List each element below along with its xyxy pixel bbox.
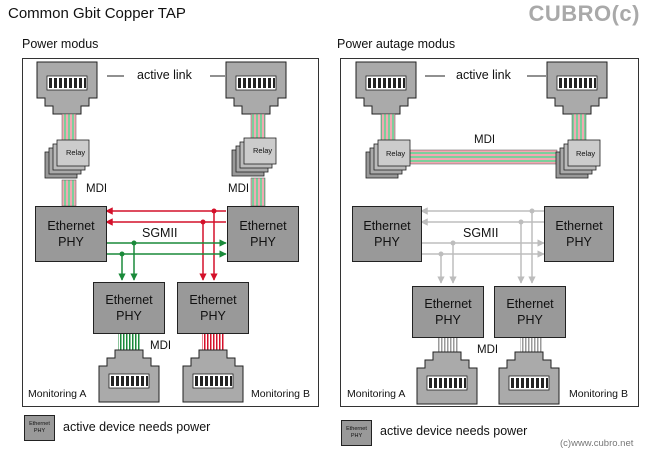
rj45-jack-top-right <box>225 61 287 115</box>
monitor-b-label-left: Monitoring B <box>251 388 310 400</box>
left-panel-heading: Power modus <box>22 37 99 51</box>
page-title: Common Gbit Copper TAP <box>8 5 186 22</box>
mdi-label-left-a: MDI <box>86 183 108 195</box>
monitor-b-label-right: Monitoring B <box>569 388 628 400</box>
relay-label-left: Relay <box>66 148 86 157</box>
relay-label-right-r: Relay <box>576 149 596 158</box>
left-diagram <box>36 61 287 403</box>
rj45-jack-top-right-r <box>546 61 608 115</box>
active-link-label-right: active link <box>456 68 511 82</box>
sgmii-label-left: SGMII <box>142 226 178 240</box>
mdi-label-right-bottom: MDI <box>477 344 499 356</box>
rj45-jack-monitor-a-r <box>416 351 478 405</box>
rj45-jack-top-left <box>36 61 98 115</box>
copyright-text: (c)www.cubro.net <box>560 438 634 449</box>
mdi-label-left-bottom: MDI <box>150 340 172 352</box>
relay-stack-right-r <box>555 139 601 179</box>
mdi-label-left-b: MDI <box>228 183 250 195</box>
relay-stack-left <box>44 139 90 179</box>
rj45-jack-monitor-a <box>98 349 160 403</box>
brand-logo: CUBRO(c) <box>528 1 640 26</box>
right-diagram <box>355 61 608 405</box>
relay-stack-left-r <box>365 139 411 179</box>
mdi-label-right-middle: MDI <box>474 134 496 146</box>
relay-stack-right <box>231 137 277 177</box>
rj45-jack-top-left-r <box>355 61 417 115</box>
monitor-a-label-right: Monitoring A <box>347 388 406 400</box>
relay-label-left-r: Relay <box>386 149 406 158</box>
sgmii-label-right: SGMII <box>463 226 499 240</box>
legend-text-left: active device needs power <box>63 420 211 434</box>
rj45-jack-monitor-b <box>182 349 244 403</box>
relay-label-right: Relay <box>253 146 273 155</box>
rj45-jack-monitor-b-r <box>498 351 560 405</box>
right-panel-heading: Power autage modus <box>337 37 456 51</box>
monitor-a-label-left: Monitoring A <box>28 388 87 400</box>
legend-text-right: active device needs power <box>380 424 528 438</box>
active-link-label-left: active link <box>137 68 192 82</box>
